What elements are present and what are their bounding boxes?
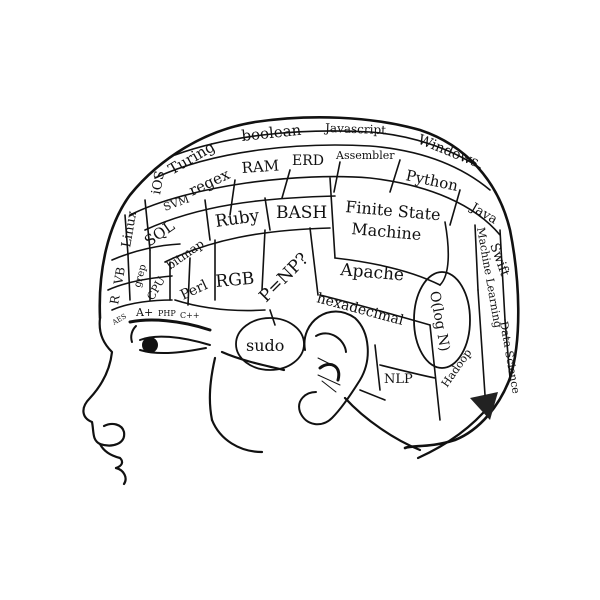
label-assembler: Assembler bbox=[335, 149, 395, 162]
eye-iris bbox=[142, 337, 158, 353]
eye-group bbox=[128, 318, 212, 355]
olog-oval bbox=[413, 271, 471, 369]
label-erd: ERD bbox=[292, 153, 324, 169]
label-sudo: sudo bbox=[246, 336, 284, 355]
label-cpp: C++ bbox=[180, 311, 200, 320]
label-rgb: RGB bbox=[215, 269, 255, 292]
label-nlp: NLP bbox=[384, 372, 413, 387]
ear-icon bbox=[298, 310, 369, 426]
label-linux: Linux bbox=[119, 209, 140, 249]
label-javascript: Javascript bbox=[323, 121, 386, 137]
label-r: R bbox=[107, 293, 123, 305]
sticker-background bbox=[73, 102, 533, 490]
label-ram: RAM bbox=[241, 156, 280, 177]
sudo-oval bbox=[235, 317, 305, 371]
label-a-plus: A+ bbox=[135, 306, 153, 319]
label-php: PHP bbox=[158, 309, 176, 318]
label-bash: BASH bbox=[276, 203, 327, 223]
shaded-cell bbox=[470, 392, 498, 420]
label-vb: VB bbox=[111, 266, 128, 287]
label-ios: iOS bbox=[149, 170, 168, 196]
